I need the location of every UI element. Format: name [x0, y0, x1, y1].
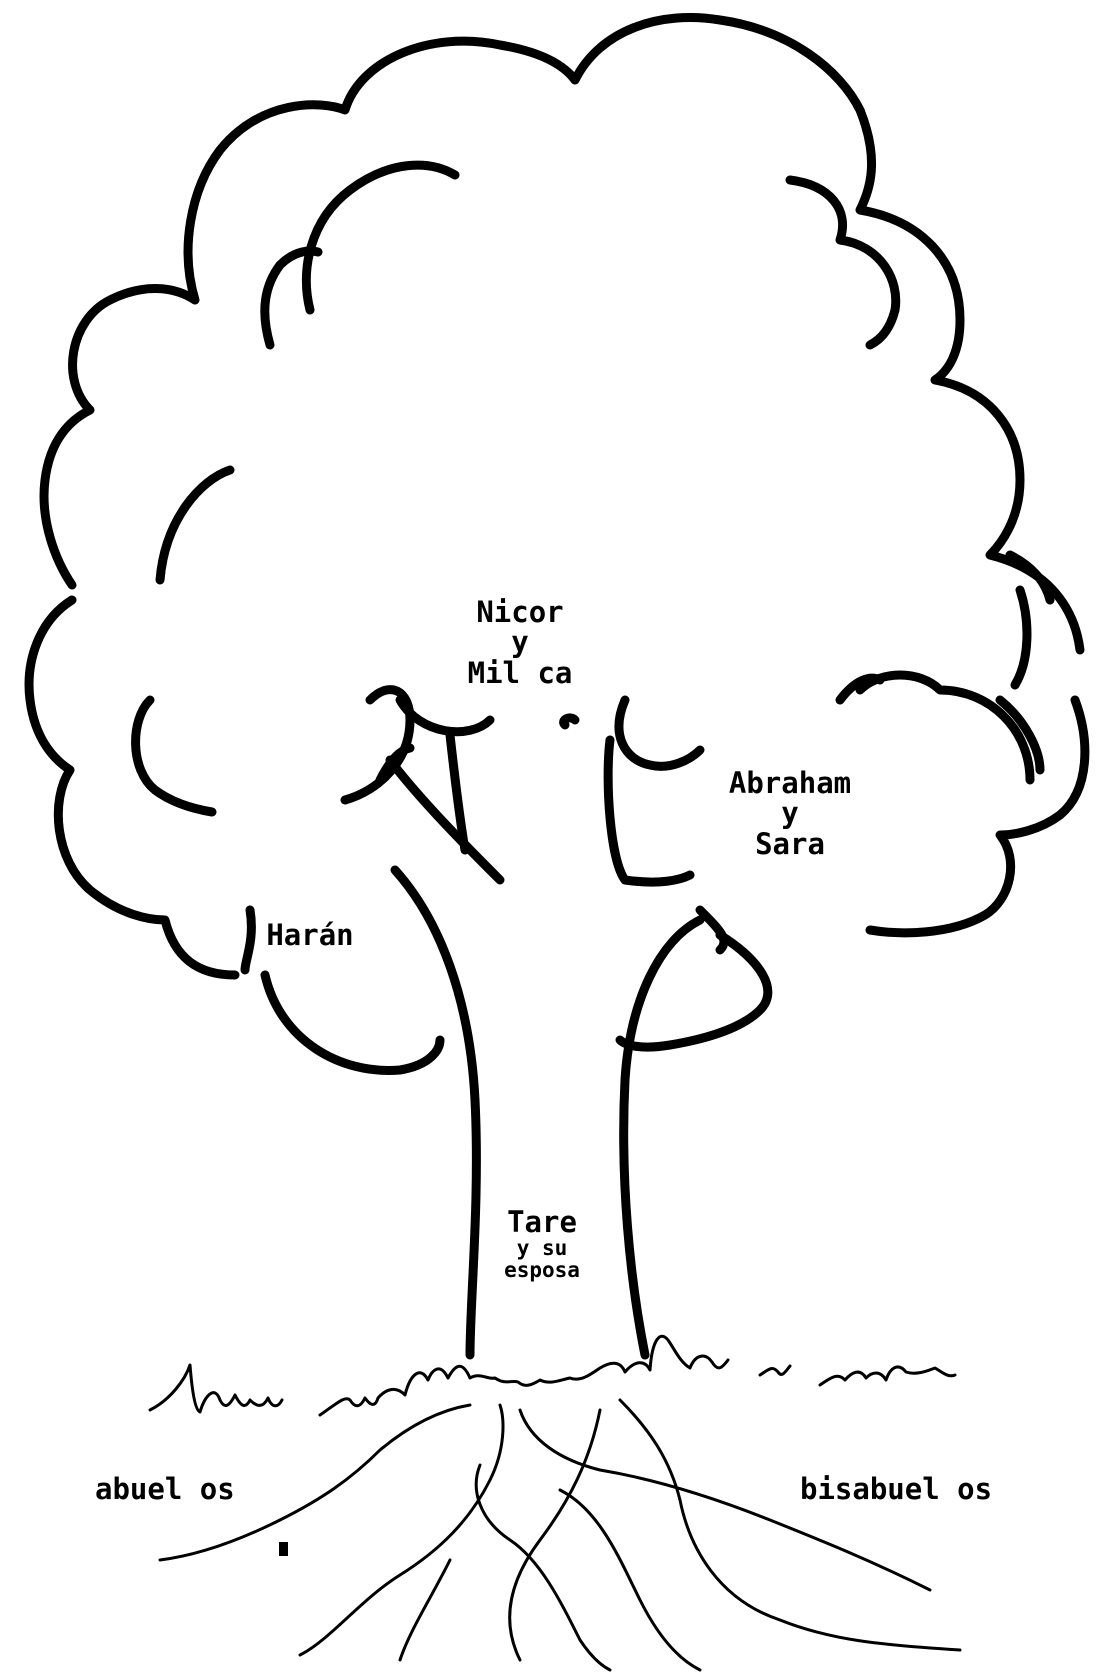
grass: [150, 1336, 955, 1415]
bush-right: [860, 675, 1030, 780]
label-nicor-milca: Nicor y Mil ca: [460, 597, 580, 688]
label-tare-line2: y su: [492, 1237, 592, 1259]
label-abuelos: abuel os: [95, 1474, 255, 1504]
inner-curl-right: [790, 180, 896, 345]
label-abuelos-text: abuel os: [95, 1474, 255, 1504]
label-abraham-line2: y: [705, 798, 875, 828]
branch-left: [390, 760, 500, 880]
label-nicor-line1: Nicor: [460, 597, 580, 627]
label-tare-line3: esposa: [492, 1259, 592, 1281]
canopy-outline-left-low: [29, 600, 235, 975]
label-abraham-sara: Abraham y Sara: [705, 768, 875, 859]
canopy-outline-right-low: [870, 700, 1085, 933]
canopy-outline: [44, 18, 1080, 651]
label-abraham-line1: Abraham: [705, 768, 875, 798]
label-tare: Tare y su esposa: [492, 1207, 592, 1282]
ink-mark: [279, 1542, 288, 1556]
label-tare-line1: Tare: [492, 1207, 592, 1237]
canopy-outline-right: [1010, 555, 1050, 600]
label-bisabuelos: bisabuel os: [800, 1474, 1010, 1504]
label-nicor-line3: Mil ca: [460, 658, 580, 688]
label-nicor-line2: y: [460, 627, 580, 657]
trunk-left-edge: [395, 870, 476, 1355]
bush-left: [136, 700, 212, 812]
label-haran: Harán: [245, 920, 375, 950]
inner-curl-top-left: [306, 165, 455, 310]
label-haran-line1: Harán: [245, 920, 375, 950]
roots: [160, 1400, 960, 1670]
label-abraham-line3: Sara: [705, 829, 875, 859]
label-bisabuelos-text: bisabuel os: [800, 1474, 1010, 1504]
